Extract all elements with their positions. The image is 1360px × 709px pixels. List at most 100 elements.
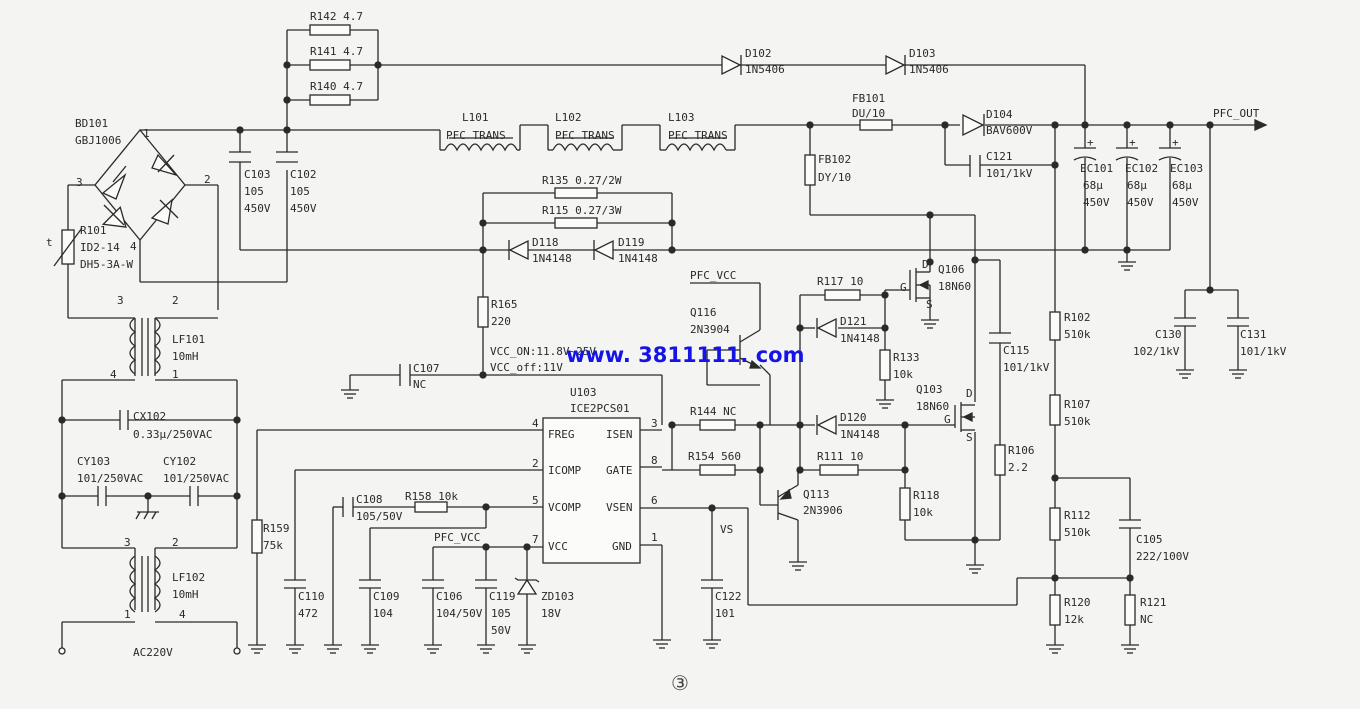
ground-icon — [1175, 369, 1195, 379]
cy102-ref: CY102 — [163, 455, 196, 468]
lf102-p3: 3 — [124, 536, 131, 549]
c122-val: 101 — [715, 607, 735, 620]
lf101-p1: 1 — [172, 368, 179, 381]
r159-ref: R159 — [263, 522, 290, 535]
c122-ref: C122 — [715, 590, 742, 603]
c130-val: 102/1kV — [1133, 345, 1180, 358]
r120-ref: R120 — [1064, 596, 1091, 609]
r112-resistor: R112 510k — [1049, 507, 1091, 541]
cx102-val: 0.33μ/250VAC — [133, 428, 212, 441]
c121-val: 101/1kV — [986, 167, 1033, 180]
bridge-pin4: 4 — [130, 240, 137, 253]
ground-icon — [285, 644, 305, 654]
d119-val: 1N4148 — [618, 252, 658, 265]
r121-ref: R121 — [1140, 596, 1167, 609]
d102-ref: D102 — [745, 47, 772, 60]
q106-ref: Q106 — [938, 263, 965, 276]
bridge-pin1: 1 — [143, 127, 150, 140]
q103-ref: Q103 — [916, 383, 943, 396]
r106-val: 2.2 — [1008, 461, 1028, 474]
r135-label: R135 0.27/2W — [542, 174, 622, 187]
ground-icon — [423, 644, 443, 654]
c109-capacitor: C109 104 — [359, 579, 400, 620]
cy103-ref: CY103 — [77, 455, 110, 468]
zd103-val: 18V — [541, 607, 561, 620]
d104-val: BAV600V — [986, 124, 1033, 137]
l102-ref: L102 — [555, 111, 582, 124]
bridge-ref: BD101 — [75, 117, 108, 130]
pin-num-1: 1 — [651, 531, 658, 544]
electrolytic-capacitor-icon: + — [1115, 136, 1139, 161]
ground-icon — [323, 644, 343, 654]
r158-label: R158 10k — [405, 490, 458, 503]
r101-v1: ID2-14 — [80, 241, 120, 254]
c131-val: 101/1kV — [1240, 345, 1287, 358]
cy103-capacitor: CY103 101/250VAC — [77, 455, 143, 506]
c105-val: 222/100V — [1136, 550, 1189, 563]
bd101-bridge: BD101 GBJ1006 1 2 3 4 — [75, 117, 211, 253]
r102-val: 510k — [1064, 328, 1091, 341]
d118-val: 1N4148 — [532, 252, 572, 265]
pfc-vcc-label-a: PFC_VCC — [690, 269, 736, 282]
c103-v2: 450V — [244, 202, 271, 215]
diode-icon — [150, 198, 179, 225]
r144-label: R144 NC — [690, 405, 736, 418]
c115-val: 101/1kV — [1003, 361, 1050, 374]
r106-ref: R106 — [1008, 444, 1035, 457]
chassis-ground-icon — [135, 511, 159, 520]
lf101-val: 10mH — [172, 350, 199, 363]
r120-resistor: R120 12k — [1049, 594, 1091, 626]
r102-resistor: R102 510k — [1049, 311, 1091, 341]
r133-val: 10k — [893, 368, 913, 381]
zd103-zener: ZD103 18V — [514, 577, 574, 620]
ec101-v2: 450V — [1083, 196, 1110, 209]
r118-resistor: R118 10k — [899, 487, 940, 521]
r107-ref: R107 — [1064, 398, 1091, 411]
ec102-v1: 68μ — [1127, 179, 1147, 192]
d120-ref: D120 — [840, 411, 867, 424]
q106-d: D — [922, 258, 929, 271]
lf102-p4: 4 — [179, 608, 186, 621]
vcc-on-label: VCC_ON:11.8V~25V — [490, 345, 596, 358]
q106-mosfet: D G S Q106 18N60 — [900, 258, 971, 311]
diode-icon — [101, 165, 127, 200]
d103-ref: D103 — [909, 47, 936, 60]
d103-val: 1N5406 — [909, 63, 949, 76]
q103-d: D — [966, 387, 973, 400]
c110-capacitor: C110 472 — [284, 579, 325, 620]
pin-freg: FREG — [548, 428, 575, 441]
c107-ref: C107 — [413, 362, 440, 375]
c119-v1: 105 — [491, 607, 511, 620]
c119-capacitor: C119 105 50V — [475, 579, 516, 637]
c131-ref: C131 — [1240, 328, 1267, 341]
r107-resistor: R107 510k — [1049, 394, 1091, 428]
pin-num-6: 6 — [651, 494, 658, 507]
fb101-val: DU/10 — [852, 107, 885, 120]
r159-val: 75k — [263, 539, 283, 552]
pin-num-4: 4 — [532, 417, 539, 430]
d121-val: 1N4148 — [840, 332, 880, 345]
c110-val: 472 — [298, 607, 318, 620]
ec102-v2: 450V — [1127, 196, 1154, 209]
vs-label: VS — [720, 523, 733, 536]
inductor-icon — [547, 124, 660, 152]
ground-icon — [788, 561, 808, 571]
d118-ref: D118 — [532, 236, 559, 249]
c108-val: 105/50V — [356, 510, 403, 523]
pfc-vcc-label-b: PFC_VCC — [434, 531, 480, 544]
r158-resistor: R158 10k — [405, 490, 458, 513]
d121-diode: D121 1N4148 — [816, 315, 880, 345]
c105-capacitor: C105 222/100V — [1119, 519, 1189, 563]
lf102-p1: 1 — [124, 608, 131, 621]
q116-transistor: PFC_VCC Q116 2N3904 — [690, 269, 762, 369]
ec102-ref: EC102 — [1125, 162, 1158, 175]
current-sense-resistors: R135 0.27/2W R115 0.27/3W — [542, 174, 622, 229]
l103-ref: L103 — [668, 111, 695, 124]
ec103-v2: 450V — [1172, 196, 1199, 209]
l102-val: PFC TRANS — [555, 129, 615, 142]
watermark-text: www. 3811111. com — [566, 343, 804, 367]
cy103-val: 101/250VAC — [77, 472, 143, 485]
c110-ref: C110 — [298, 590, 325, 603]
d119-diode: D119 1N4148 — [593, 236, 658, 265]
r165-resistor: R165 220 — [477, 296, 518, 328]
